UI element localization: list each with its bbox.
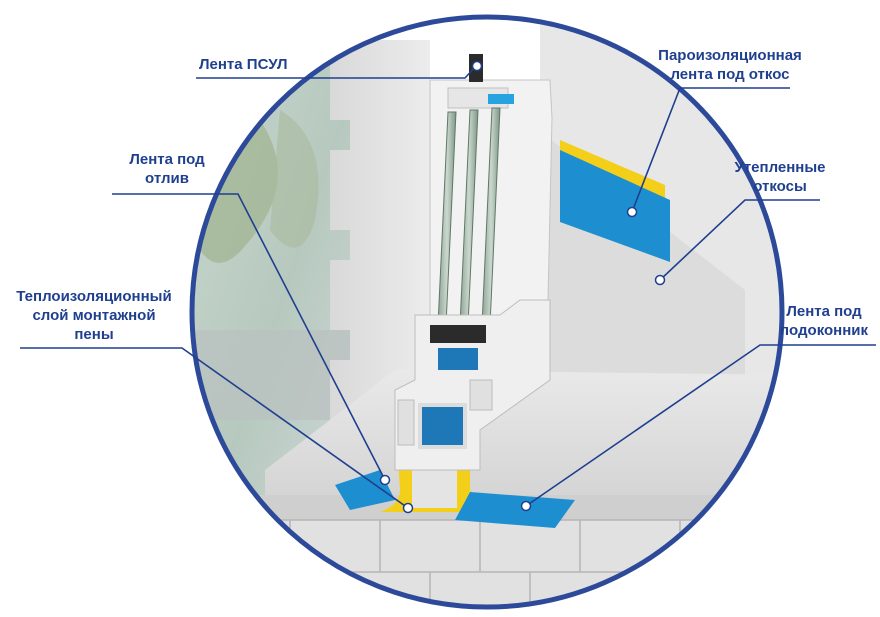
- label-slopes-line-1: Утепленные: [734, 159, 826, 176]
- label-insulated-slopes: Утепленные откосы: [728, 158, 832, 196]
- label-foam-line-2: слой монтажной: [32, 307, 156, 324]
- label-sill-line-2: подоконник: [779, 322, 869, 339]
- sash-chamber-1: [438, 348, 478, 370]
- white-dot-marker: [654, 274, 666, 286]
- frame-chamber-3: [397, 399, 415, 446]
- label-mounting-foam: Теплоизоляционный слой монтажной пены: [6, 287, 182, 344]
- leader-slopes: [659, 199, 820, 281]
- white-dot-marker: [471, 60, 483, 72]
- vapor-tape-blue: [560, 150, 670, 262]
- label-sill-tape: Лента под подоконник: [770, 302, 878, 340]
- label-drip-tape: Лента под отлив: [112, 150, 222, 188]
- white-dot-marker: [402, 502, 414, 514]
- label-psul: Лента ПСУЛ: [199, 55, 287, 74]
- frame-chamber-main: [418, 403, 467, 449]
- leader-lines: [20, 65, 876, 509]
- label-sill-line-1: Лента под: [786, 303, 862, 320]
- leader-vapor: [631, 87, 790, 213]
- white-dot-marker: [520, 500, 532, 512]
- label-vapor-line-2: лента под откос: [670, 66, 790, 83]
- triple-glazing: [437, 107, 501, 326]
- sill-tape: [455, 492, 575, 528]
- leader-foam: [20, 347, 409, 509]
- label-slopes-line-2: откосы: [753, 178, 807, 195]
- detail-circle-border: [189, 14, 785, 610]
- label-vapor-tape: Пароизоляционная лента под откос: [655, 46, 805, 84]
- leader-sill: [525, 344, 876, 507]
- label-drip-line-2: отлив: [145, 170, 189, 187]
- leader-drip: [112, 193, 386, 481]
- label-foam-line-3: пены: [74, 326, 114, 343]
- label-psul-line: Лента ПСУЛ: [199, 56, 288, 73]
- tree-foliage-2: [270, 110, 319, 248]
- leader-psul: [196, 65, 477, 79]
- white-dot-marker: [626, 206, 638, 218]
- frame-chamber-2: [469, 379, 493, 411]
- label-drip-line-1: Лента под: [129, 151, 205, 168]
- white-dot-marker: [379, 474, 391, 486]
- wall-blocks: [240, 520, 782, 607]
- callout-dots: [379, 60, 666, 514]
- glazing-seal: [430, 325, 486, 343]
- frame-top-chamber: [488, 94, 514, 104]
- label-vapor-line-1: Пароизоляционная: [658, 47, 802, 64]
- label-foam-line-1: Теплоизоляционный: [16, 288, 172, 305]
